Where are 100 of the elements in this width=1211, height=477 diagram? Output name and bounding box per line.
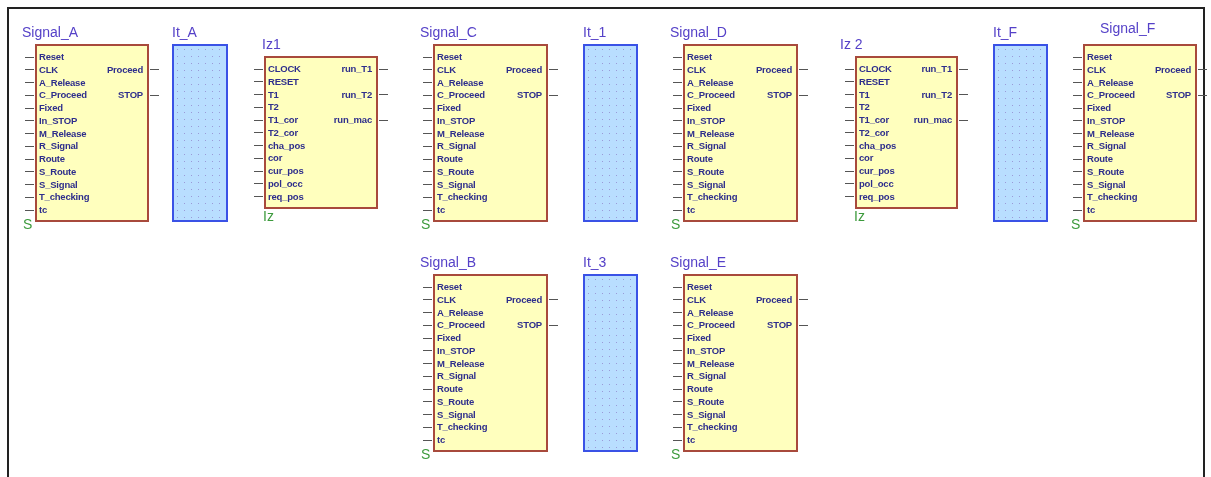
input-pin-label: R_Signal — [687, 370, 727, 382]
output-pin-label: STOP — [517, 319, 542, 331]
input-pin-label: In_STOP — [687, 344, 726, 356]
input-pin-label: tc — [1087, 204, 1096, 215]
input-pin-label: Route — [437, 383, 463, 394]
input-pin-label: T_checking — [437, 191, 488, 203]
input-pin-label: Reset — [687, 51, 712, 62]
output-pin-label: run_T2 — [921, 88, 952, 100]
input-pin-label: M_Release — [1087, 127, 1135, 139]
input-pin-label: req_pos — [859, 190, 895, 202]
input-pin-label: CLK — [437, 63, 456, 75]
input-pin-label: pol_occ — [268, 177, 303, 189]
input-pin-label: A_Release — [39, 76, 86, 88]
block-title: Iz 2 — [840, 36, 863, 52]
block-title: Signal_B — [420, 254, 477, 270]
input-pin-label: cha_pos — [859, 139, 897, 151]
input-pin-label: CLK — [687, 63, 706, 75]
input-pin-label: A_Release — [1087, 76, 1134, 88]
input-pin-label: RESET — [859, 75, 890, 87]
output-pin-label: run_mac — [913, 114, 952, 125]
block-type-label: S — [421, 216, 431, 232]
block-title: Signal_F — [1100, 20, 1156, 36]
output-pin-label: Proceed — [1154, 63, 1191, 75]
input-pin-label: Route — [437, 153, 463, 164]
input-pin-label: Route — [687, 153, 713, 164]
input-pin-label: Reset — [1087, 51, 1112, 62]
input-pin-label: C_Proceed — [39, 89, 87, 101]
input-pin-label: Fixed — [437, 332, 461, 343]
input-pin-label: A_Release — [687, 306, 734, 318]
input-pin-label: R_Signal — [1087, 140, 1127, 152]
output-pin-label: Proceed — [505, 293, 542, 305]
input-pin-label: R_Signal — [437, 140, 477, 152]
input-pin-label: T1_cor — [859, 114, 889, 125]
output-pin-label: run_T1 — [341, 63, 372, 74]
input-pin-label: T_checking — [687, 191, 738, 203]
input-pin-label: Reset — [687, 281, 712, 292]
input-pin-label: R_Signal — [437, 370, 477, 382]
input-pin-label: S_Route — [39, 165, 77, 177]
block-title: It_3 — [583, 254, 607, 270]
input-pin-label: T1_cor — [268, 114, 298, 125]
input-pin-label: T_checking — [687, 421, 738, 433]
input-pin-label: CLK — [687, 293, 706, 305]
output-pin-label: run_T1 — [921, 63, 952, 74]
input-pin-label: S_Signal — [1087, 178, 1126, 190]
input-pin-label: T2_cor — [859, 126, 889, 138]
input-pin-label: In_STOP — [687, 114, 726, 126]
input-pin-label: T2_cor — [268, 126, 298, 138]
input-pin-label: S_Signal — [687, 408, 726, 420]
output-pin-label: STOP — [767, 89, 792, 101]
input-pin-label: R_Signal — [687, 140, 727, 152]
input-pin-label: S_Route — [687, 165, 725, 177]
input-pin-label: Reset — [437, 281, 462, 292]
output-pin-label: STOP — [1166, 89, 1191, 101]
block-title: Signal_C — [420, 24, 477, 40]
input-pin-label: In_STOP — [39, 114, 78, 126]
input-pin-label: T_checking — [437, 421, 488, 433]
output-pin-label: STOP — [767, 319, 792, 331]
input-pin-label: CLK — [1087, 63, 1106, 75]
block-type-label: S — [23, 216, 33, 232]
input-pin-label: S_Signal — [39, 178, 78, 190]
block-type-label: Iz — [263, 208, 274, 224]
input-pin-label: CLOCK — [268, 63, 301, 74]
input-pin-label: In_STOP — [1087, 114, 1126, 126]
input-pin-label: T1 — [268, 88, 279, 100]
input-pin-label: cur_pos — [268, 165, 304, 176]
output-pin-label: run_T2 — [341, 88, 372, 100]
output-pin-label: STOP — [517, 89, 542, 101]
block-type-label: Iz — [854, 208, 865, 224]
block-title: It_1 — [583, 24, 607, 40]
block-title: Signal_A — [22, 24, 79, 40]
block-title: Signal_E — [670, 254, 727, 270]
block-title: It_A — [172, 24, 197, 40]
input-pin-label: CLK — [39, 63, 58, 75]
output-pin-label: Proceed — [505, 63, 542, 75]
output-pin-label: run_mac — [333, 114, 372, 125]
input-pin-label: C_Proceed — [687, 319, 735, 331]
output-pin-label: Proceed — [106, 63, 143, 75]
block-type-label: S — [671, 446, 681, 462]
input-pin-label: cur_pos — [859, 165, 895, 176]
output-pin-label: Proceed — [755, 293, 792, 305]
input-pin-label: A_Release — [437, 306, 484, 318]
input-pin-label: Fixed — [39, 102, 63, 113]
input-pin-label: tc — [437, 204, 446, 215]
input-pin-label: C_Proceed — [687, 89, 735, 101]
input-pin-label: Fixed — [437, 102, 461, 113]
block-title: Iz1 — [262, 36, 281, 52]
input-pin-label: Reset — [39, 51, 64, 62]
input-pin-label: T1 — [859, 88, 870, 100]
input-pin-label: T2 — [859, 101, 870, 113]
input-pin-label: Route — [687, 383, 713, 394]
block-title: It_F — [993, 24, 1018, 40]
input-pin-label: A_Release — [437, 76, 484, 88]
input-pin-label: tc — [687, 434, 696, 445]
input-pin-label: M_Release — [437, 127, 485, 139]
input-pin-label: M_Release — [39, 127, 87, 139]
input-pin-label: req_pos — [268, 190, 304, 202]
input-pin-label: C_Proceed — [437, 319, 485, 331]
input-pin-label: T_checking — [39, 191, 90, 203]
input-pin-label: Route — [1087, 153, 1113, 164]
input-pin-label: M_Release — [687, 127, 735, 139]
